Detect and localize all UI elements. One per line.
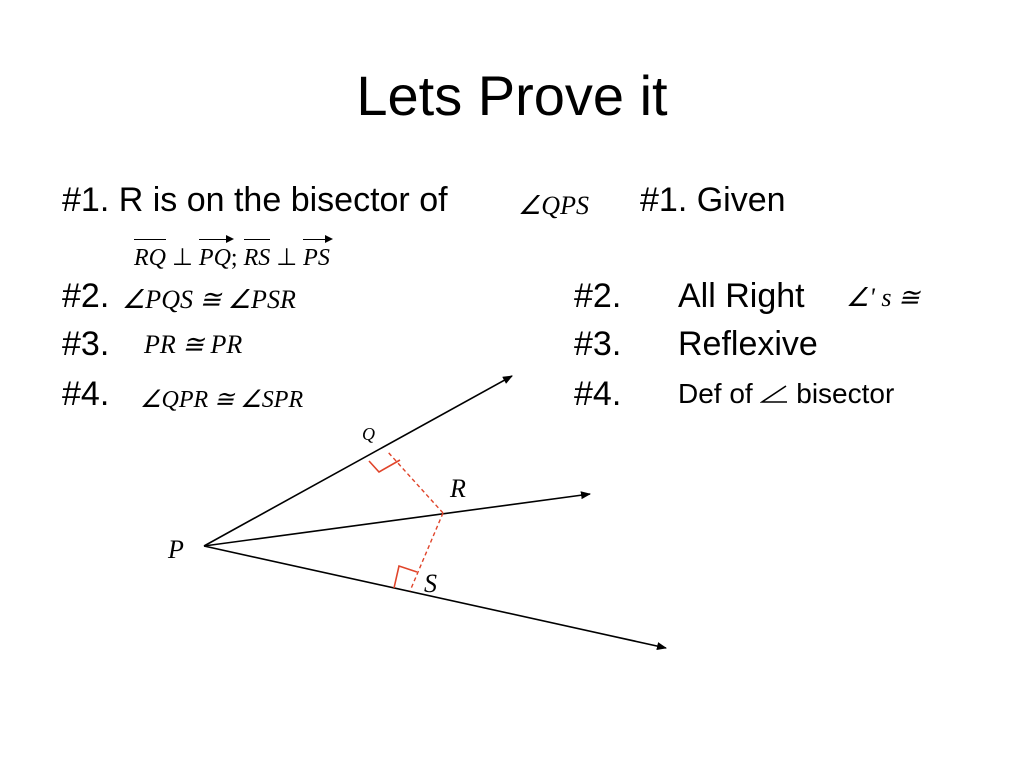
ray-pr-line xyxy=(203,491,591,547)
statement-1: #1. R is on the bisector of xyxy=(62,180,448,221)
slide-title: Lets Prove it xyxy=(356,64,668,127)
label-p: P xyxy=(167,535,184,564)
statement-1-angle: ∠QPS xyxy=(518,191,589,220)
statement-2-math: ∠PQS ≅ ∠PSR xyxy=(122,285,296,314)
separator: ; xyxy=(230,245,238,271)
label-r: R xyxy=(449,474,466,503)
statement-2-number: #2. xyxy=(62,277,110,315)
label-s: S xyxy=(424,569,437,598)
segment-rq: RQ xyxy=(134,239,166,273)
right-angle-mark-s xyxy=(393,564,418,589)
statement-1-number: #1. xyxy=(62,181,110,219)
reason-2-number: #2. xyxy=(574,277,622,315)
reason-4-text: Def of bisector xyxy=(678,377,894,411)
angle-icon xyxy=(760,385,788,403)
segment-rs: RS xyxy=(243,239,270,273)
perp-symbol-1: ⊥ xyxy=(172,245,193,271)
statement-3-math: PR ≅ PR xyxy=(144,330,243,359)
reason-2-text: All Right xyxy=(678,277,805,315)
statement-4-math: ∠QPR ≅ ∠SPR xyxy=(140,387,304,413)
reason-4-number: #4. xyxy=(574,375,622,413)
statement-3-number: #3. xyxy=(62,325,110,363)
ray-ps: PS xyxy=(303,235,333,273)
reason-2-math: ∠' s ≅ xyxy=(846,283,920,312)
statement-1-perpendiculars: RQ ⊥ PQ; RS ⊥ PS xyxy=(134,235,333,273)
statement-4-number: #4. xyxy=(62,375,110,413)
reason-3-number: #3. xyxy=(574,325,622,363)
perpendicular-rs xyxy=(409,512,444,592)
perp-symbol-2: ⊥ xyxy=(276,245,298,271)
statement-1-text: R is on the bisector of xyxy=(118,181,448,219)
reason-4-text-b: bisector xyxy=(796,378,895,409)
right-angle-mark-q xyxy=(368,459,401,474)
reason-3-text: Reflexive xyxy=(678,325,818,363)
ray-ps-line xyxy=(203,545,667,650)
ray-pq: PQ xyxy=(198,235,234,273)
reason-1: #1. Given xyxy=(640,181,786,219)
reason-4-text-a: Def of xyxy=(678,378,753,409)
label-q: Q xyxy=(362,424,375,444)
ray-pq-line xyxy=(203,375,513,547)
perpendicular-rq xyxy=(386,450,444,514)
